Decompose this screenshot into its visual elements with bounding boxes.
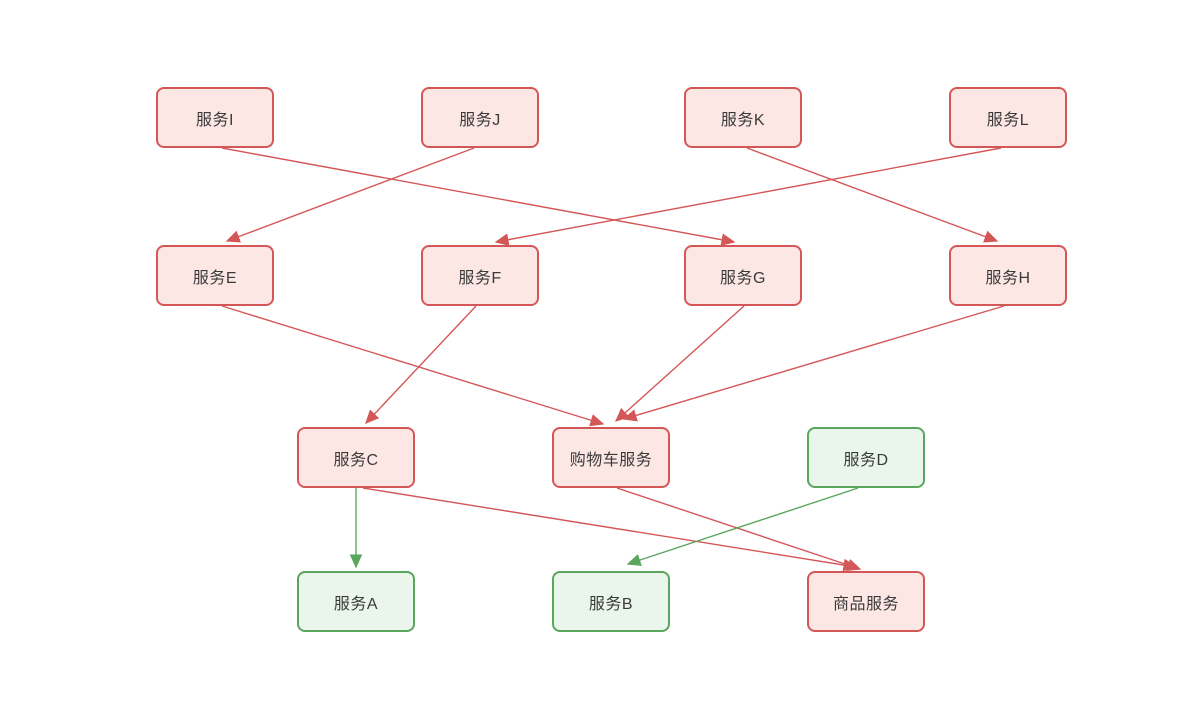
node-service-f[interactable]: 服务F <box>421 245 539 306</box>
node-label: 服务H <box>985 269 1031 287</box>
node-goods-service[interactable]: 商品服务 <box>807 571 925 632</box>
edge-service-h-to-cart-service <box>622 305 1005 422</box>
edge-service-j-to-service-e <box>225 147 475 243</box>
node-label: 服务C <box>333 451 379 469</box>
node-label: 商品服务 <box>832 595 899 613</box>
node-label: 服务E <box>192 269 238 287</box>
node-label: 服务L <box>986 111 1030 129</box>
node-service-a[interactable]: 服务A <box>297 571 415 632</box>
edge-service-i-to-service-g <box>221 147 736 246</box>
node-service-j[interactable]: 服务J <box>421 87 539 148</box>
node-service-h[interactable]: 服务H <box>949 245 1067 306</box>
edge-service-g-to-cart-service <box>614 305 745 422</box>
edge-service-c-to-goods-service <box>362 487 858 572</box>
node-label: 服务K <box>720 111 766 129</box>
node-service-g[interactable]: 服务G <box>684 245 802 306</box>
node-label: 服务J <box>459 111 501 129</box>
node-service-b[interactable]: 服务B <box>552 571 670 632</box>
edge-service-k-to-service-h <box>746 147 999 243</box>
node-label: 服务F <box>458 269 502 287</box>
node-label: 服务A <box>333 595 379 613</box>
node-label: 服务D <box>843 451 889 469</box>
node-label: 服务I <box>196 111 234 129</box>
node-service-e[interactable]: 服务E <box>156 245 274 306</box>
node-service-k[interactable]: 服务K <box>684 87 802 148</box>
node-label: 服务B <box>588 595 634 613</box>
edge-service-f-to-service-c <box>365 305 477 425</box>
node-service-c[interactable]: 服务C <box>297 427 415 488</box>
edge-cart-service-to-goods-service <box>616 487 862 571</box>
node-cart-service[interactable]: 购物车服务 <box>552 427 670 488</box>
edge-service-e-to-cart-service <box>221 305 605 427</box>
node-label: 购物车服务 <box>569 451 653 469</box>
node-service-d[interactable]: 服务D <box>807 427 925 488</box>
node-service-l[interactable]: 服务L <box>949 87 1067 148</box>
edge-service-l-to-service-f <box>494 147 1002 246</box>
node-label: 服务G <box>720 269 766 287</box>
edge-service-d-to-service-b <box>626 487 859 567</box>
node-service-i[interactable]: 服务I <box>156 87 274 148</box>
